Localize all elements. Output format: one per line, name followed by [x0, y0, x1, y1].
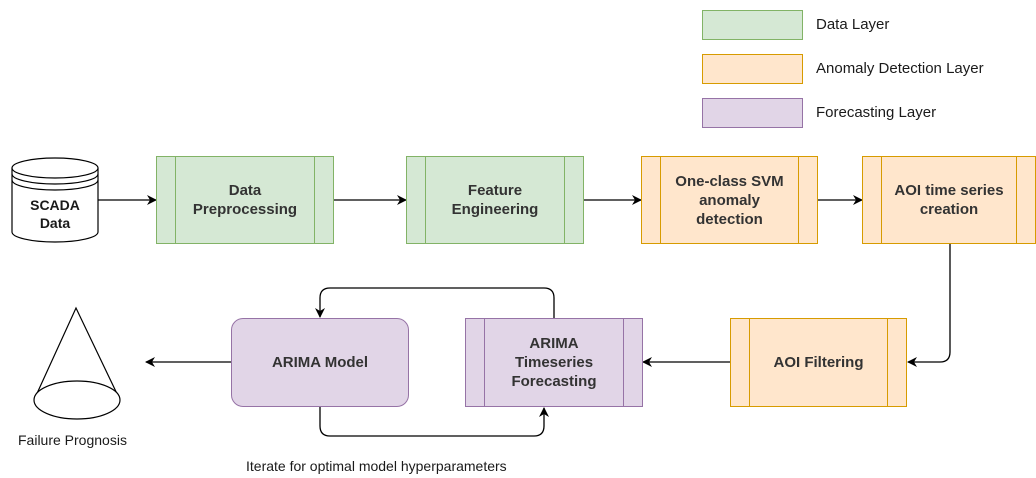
aoi-filtering-label: AOI Filtering: [773, 354, 864, 371]
data-preprocessing-label: Data Preprocessing: [192, 182, 298, 218]
loop-arrow-forecasting-to-model: [315, 287, 555, 318]
arima-model-label: ARIMA Model: [271, 354, 369, 371]
feature-engineering-label: Feature Engineering: [451, 182, 539, 218]
aoi-time-series-node: AOI time series creation: [862, 156, 1036, 244]
failure-prognosis-cone-icon: [33, 306, 121, 420]
arima-model-node: ARIMA Model: [231, 318, 409, 407]
arima-forecasting-node: ARIMA Timeseries Forecasting: [465, 318, 643, 407]
aoi-filtering-node: AOI Filtering: [730, 318, 907, 407]
one-class-svm-node: One-class SVM anomaly detection: [641, 156, 818, 244]
arima-forecasting-label: ARIMA Timeseries Forecasting: [511, 335, 597, 390]
scada-data-label: SCADA Data: [30, 197, 80, 231]
scada-database-icon: [11, 157, 99, 243]
legend-swatch-anomaly-layer: [702, 54, 803, 84]
one-class-svm-label: One-class SVM anomaly detection: [675, 172, 784, 228]
legend-swatch-data-layer: [702, 10, 803, 40]
legend-swatch-forecasting-layer: [702, 98, 803, 128]
failure-prognosis-label: Failure Prognosis: [18, 432, 127, 448]
aoi-time-series-label: AOI time series creation: [894, 182, 1004, 218]
data-preprocessing-node: Data Preprocessing: [156, 156, 334, 244]
feature-engineering-node: Feature Engineering: [406, 156, 584, 244]
arrow-aoi-series-to-filtering: [907, 244, 951, 367]
legend-label-anomaly-layer: Anomaly Detection Layer: [816, 60, 984, 77]
legend-label-forecasting-layer: Forecasting Layer: [816, 104, 937, 121]
loop-arrow-model-to-forecasting: [319, 406, 549, 437]
loop-caption: Iterate for optimal model hyperparameter…: [246, 458, 507, 474]
legend-label-data-layer: Data Layer: [816, 16, 890, 33]
